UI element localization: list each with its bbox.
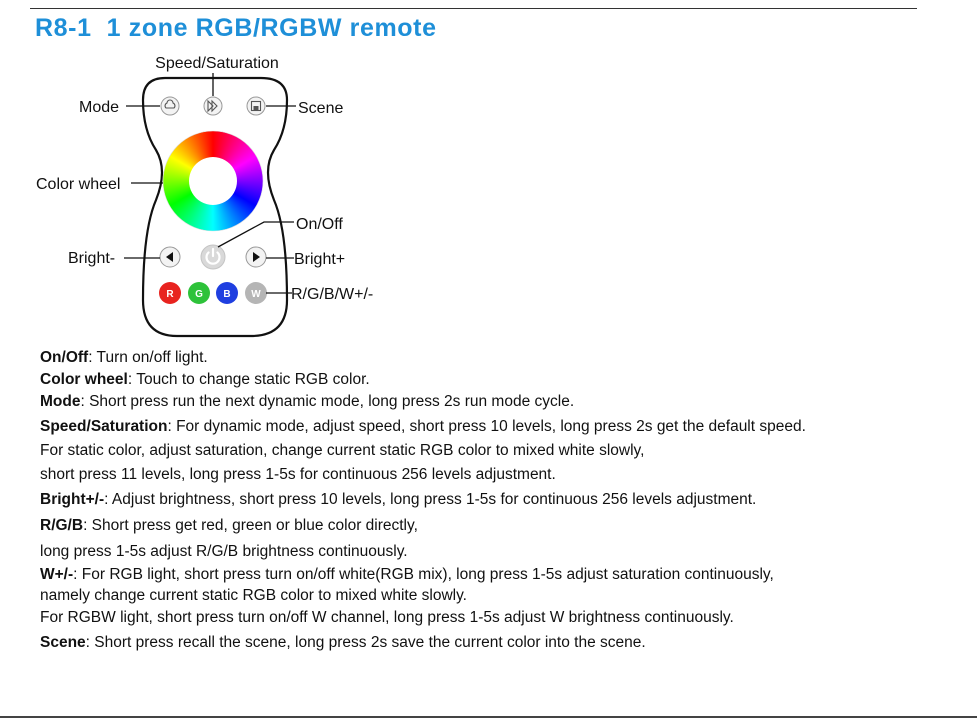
rgbw-label: R/G/B/W+/- xyxy=(291,286,373,303)
desc-text: : For RGB light, short press turn on/off… xyxy=(73,566,774,583)
left-arrow-icon xyxy=(166,252,173,262)
desc-term: Scene xyxy=(40,634,86,651)
top-rule xyxy=(30,8,917,9)
bright-minus-label: Bright- xyxy=(68,250,115,267)
mode-label: Mode xyxy=(79,99,119,116)
desc-line: Speed/Saturation: For dynamic mode, adju… xyxy=(40,418,806,436)
green-button-label: G xyxy=(195,289,203,300)
red-button[interactable]: R xyxy=(159,282,181,304)
bright-plus-button[interactable] xyxy=(245,246,267,268)
desc-line: For static color, adjust saturation, cha… xyxy=(40,442,644,460)
desc-line: Mode: Short press run the next dynamic m… xyxy=(40,393,574,411)
desc-text: namely change current static RGB color t… xyxy=(40,587,467,604)
desc-text: For static color, adjust saturation, cha… xyxy=(40,442,645,459)
bright-plus-label: Bright+ xyxy=(294,251,345,268)
desc-text: : Short press get red, green or blue col… xyxy=(83,517,418,534)
desc-text: long press 1-5s adjust R/G/B brightness … xyxy=(40,543,408,560)
leader-lines xyxy=(124,73,296,294)
right-arrow-icon xyxy=(253,252,260,262)
bright-minus-button[interactable] xyxy=(159,246,181,268)
speed-saturation-label: Speed/Saturation xyxy=(155,55,279,72)
desc-text: : Touch to change static RGB color. xyxy=(127,371,370,388)
on-off-label: On/Off xyxy=(296,216,343,233)
remote-diagram: R G B W Speed/Saturation Mode Scene Colo… xyxy=(36,55,373,338)
red-button-label: R xyxy=(166,289,174,300)
desc-term: Color wheel xyxy=(40,371,128,388)
desc-line: R/G/B: Short press get red, green or blu… xyxy=(40,517,418,535)
green-button[interactable]: G xyxy=(188,282,210,304)
desc-text: : For dynamic mode, adjust speed, short … xyxy=(167,418,806,435)
desc-term: Speed/Saturation xyxy=(40,418,168,435)
speed-saturation-button[interactable] xyxy=(203,96,223,116)
mode-button[interactable] xyxy=(160,96,180,116)
desc-line: Scene: Short press recall the scene, lon… xyxy=(40,634,646,652)
save-icon xyxy=(250,100,262,112)
desc-text: : Short press recall the scene, long pre… xyxy=(85,634,646,651)
white-button[interactable]: W xyxy=(245,282,267,304)
desc-term: R/G/B xyxy=(40,517,84,534)
desc-line: On/Off: Turn on/off light. xyxy=(40,349,208,367)
desc-line: long press 1-5s adjust R/G/B brightness … xyxy=(40,543,408,561)
desc-line: W+/-: For RGB light, short press turn on… xyxy=(40,566,774,584)
desc-term: On/Off xyxy=(40,349,89,366)
mode-icon xyxy=(164,99,176,109)
fast-forward-icon xyxy=(207,99,218,113)
desc-line: Bright+/-: Adjust brightness, short pres… xyxy=(40,491,756,509)
white-button-label: W xyxy=(251,289,261,300)
desc-line: Color wheel: Touch to change static RGB … xyxy=(40,371,370,389)
desc-line: short press 11 levels, long press 1-5s f… xyxy=(40,466,556,484)
desc-term: W+/- xyxy=(40,566,74,583)
desc-text: For RGBW light, short press turn on/off … xyxy=(40,609,734,626)
desc-term: Bright+/- xyxy=(40,491,105,508)
power-icon xyxy=(205,247,221,265)
desc-text: : Short press run the next dynamic mode,… xyxy=(80,393,575,410)
desc-line: namely change current static RGB color t… xyxy=(40,587,467,605)
scene-label: Scene xyxy=(298,100,343,117)
blue-button-label: B xyxy=(223,289,230,300)
color-wheel-label: Color wheel xyxy=(36,176,120,193)
desc-line: For RGBW light, short press turn on/off … xyxy=(40,609,734,627)
blue-button[interactable]: B xyxy=(216,282,238,304)
scene-button[interactable] xyxy=(246,96,266,116)
desc-text: : Turn on/off light. xyxy=(88,349,208,366)
bottom-rule xyxy=(0,716,977,718)
desc-term: Mode xyxy=(40,393,81,410)
page-title: R8-1 1 zone RGB/RGBW remote xyxy=(35,14,437,42)
on-off-button[interactable] xyxy=(200,244,226,270)
desc-text: : Adjust brightness, short press 10 leve… xyxy=(104,491,757,508)
desc-text: short press 11 levels, long press 1-5s f… xyxy=(40,466,556,483)
